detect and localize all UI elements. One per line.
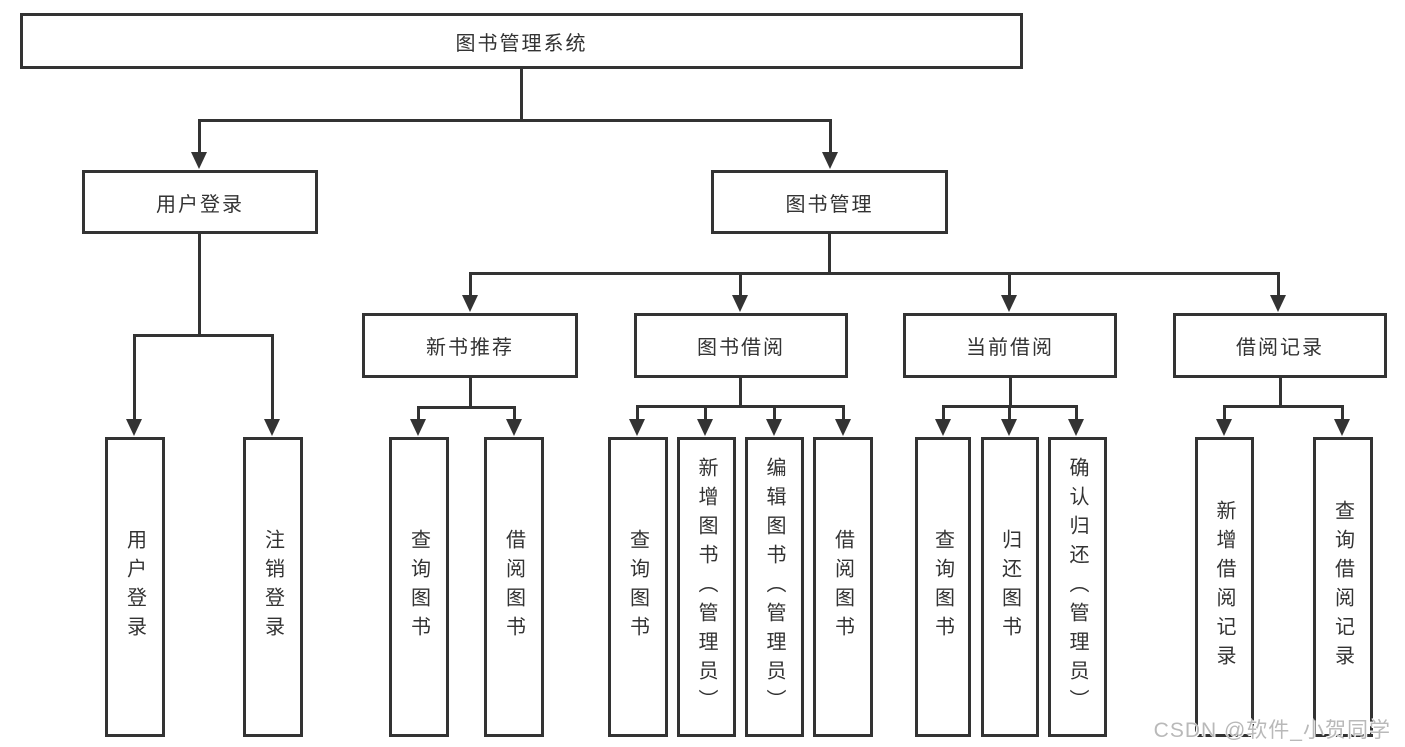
node-label: 借阅图书 (831, 529, 854, 645)
node-label: 借阅记录 (1236, 337, 1324, 359)
arrow-down-icon (697, 419, 713, 436)
arrow-down-icon (264, 419, 280, 436)
arrow-down-icon (1334, 419, 1350, 436)
node-label: 新书推荐 (426, 337, 514, 359)
node-label: 新增图书（管理员） (695, 456, 717, 718)
connector-line (133, 334, 136, 420)
arrow-down-icon (506, 419, 522, 436)
leaf-borrow-books-borrowing: 借阅图书 (813, 437, 873, 737)
node-library-system: 图书管理系统 (20, 13, 1023, 69)
leaf-logout: 注销登录 (243, 437, 303, 737)
connector-line (1341, 405, 1344, 420)
connector-line (198, 119, 201, 153)
node-label: 用户登录 (123, 529, 146, 645)
connector-line (198, 233, 201, 337)
node-label: 图书管理 (785, 193, 874, 216)
connector-line (271, 334, 274, 420)
connector-line (133, 334, 274, 337)
arrow-down-icon (935, 419, 951, 436)
connector-line (417, 406, 420, 420)
connector-line (1075, 405, 1078, 420)
connector-line (739, 378, 742, 408)
arrow-down-icon (1270, 295, 1286, 312)
arrow-down-icon (126, 419, 142, 436)
leaf-borrow-books-recommend: 借阅图书 (484, 437, 544, 737)
arrow-down-icon (1068, 419, 1084, 436)
leaf-add-borrow-record: 新增借阅记录 (1195, 437, 1254, 737)
connector-line (942, 405, 945, 420)
arrow-down-icon (766, 419, 782, 436)
connector-line (198, 119, 832, 122)
arrow-down-icon (629, 419, 645, 436)
connector-line (1009, 378, 1012, 408)
connector-line (1008, 272, 1011, 296)
node-label: 用户登录 (156, 193, 244, 216)
leaf-return-book: 归还图书 (981, 437, 1039, 737)
leaf-user-login: 用户登录 (105, 437, 165, 737)
node-current-borrowing: 当前借阅 (903, 313, 1117, 378)
connector-line (636, 405, 845, 408)
arrow-down-icon (410, 419, 426, 436)
node-label: 编辑图书（管理员） (763, 456, 785, 718)
leaf-confirm-return-admin: 确认归还（管理员） (1048, 437, 1107, 737)
leaf-edit-book-admin: 编辑图书（管理员） (745, 437, 804, 737)
connector-line (469, 378, 472, 409)
node-label: 图书借阅 (697, 337, 785, 359)
node-user-login: 用户登录 (82, 170, 318, 234)
node-label: 查询图书 (407, 529, 430, 645)
arrow-down-icon (191, 152, 207, 169)
connector-line (469, 272, 1280, 275)
node-label: 当前借阅 (966, 337, 1054, 359)
connector-line (1223, 405, 1226, 420)
arrow-down-icon (1001, 295, 1017, 312)
arrow-down-icon (732, 295, 748, 312)
connector-line (828, 233, 831, 275)
arrow-down-icon (1216, 419, 1232, 436)
leaf-query-books-current: 查询图书 (915, 437, 971, 737)
connector-line (773, 405, 776, 420)
node-label: 查询借阅记录 (1331, 500, 1354, 674)
connector-line (520, 69, 523, 122)
watermark: CSDN @软件_小贺同学 (1153, 719, 1391, 742)
leaf-query-books-recommend: 查询图书 (389, 437, 449, 737)
connector-line (1008, 405, 1011, 420)
arrow-down-icon (835, 419, 851, 436)
connector-line (469, 272, 472, 296)
connector-line (1277, 272, 1280, 296)
node-book-management: 图书管理 (711, 170, 948, 234)
connector-line (704, 405, 707, 420)
leaf-add-book-admin: 新增图书（管理员） (677, 437, 736, 737)
arrow-down-icon (822, 152, 838, 169)
node-label: 查询图书 (931, 529, 954, 645)
node-label: 借阅图书 (502, 529, 525, 645)
connector-line (829, 119, 832, 153)
connector-line (739, 272, 742, 296)
connector-line (513, 406, 516, 420)
node-label: 归还图书 (998, 529, 1021, 645)
node-label: 确认归还（管理员） (1066, 456, 1088, 718)
connector-line (636, 405, 639, 420)
node-label: 注销登录 (261, 529, 284, 645)
arrow-down-icon (462, 295, 478, 312)
node-label: 图书管理系统 (455, 32, 588, 55)
node-borrow-records: 借阅记录 (1173, 313, 1387, 378)
node-label: 新增借阅记录 (1213, 500, 1235, 674)
leaf-query-borrow-record: 查询借阅记录 (1313, 437, 1373, 737)
node-label: 查询图书 (626, 529, 649, 645)
arrow-down-icon (1001, 419, 1017, 436)
connector-line (1223, 405, 1344, 408)
node-book-borrowing: 图书借阅 (634, 313, 848, 378)
node-new-book-recommend: 新书推荐 (362, 313, 578, 378)
leaf-query-books-borrowing: 查询图书 (608, 437, 668, 737)
connector-line (417, 406, 516, 409)
connector-line (1279, 378, 1282, 408)
connector-line (842, 405, 845, 420)
